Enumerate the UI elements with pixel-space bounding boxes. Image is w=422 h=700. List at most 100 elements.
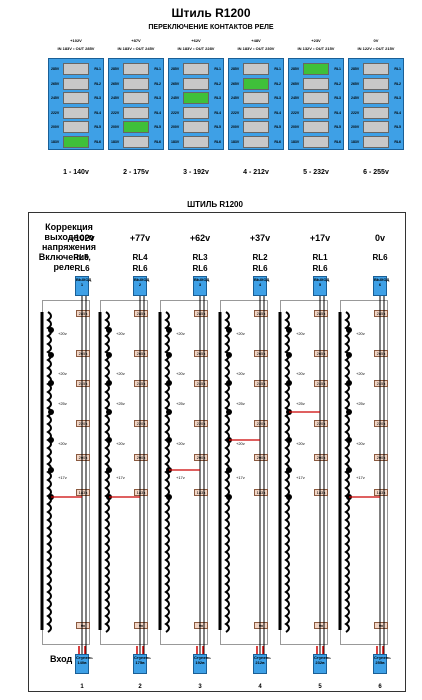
panel-voltage: 200V [111,125,120,129]
panel-delta: +87V [131,38,141,43]
tap-label: 200в [254,454,268,461]
coil-step-label: +17v [296,475,305,480]
panel-voltage: 222V [291,110,300,115]
relay-label: RL5 [394,125,401,129]
output-terminal: ВЫХОД 2 [133,276,149,296]
input-terminal: Ступень 232в [313,654,331,674]
relay-label: RL1 [94,67,101,71]
correction-value: +102v [69,233,95,243]
tap-node [166,327,172,333]
coil-step-label: +25v [58,401,67,406]
tap-node [286,352,292,358]
tap-label: 285в [374,310,388,317]
panel-voltage: 245V [291,96,300,100]
relay-label: RL3 [334,96,341,100]
coil-step-label: +25v [116,401,125,406]
tap-node [346,352,352,358]
input-terminal: Ступень 212в [253,654,271,674]
relay-contact [123,92,149,104]
transformer-coil [224,311,230,633]
relay-label: RL3 [394,96,401,100]
relay-contact [303,63,329,75]
relay-contact [183,63,209,75]
correction-value: +17v [309,233,331,243]
panel-voltage: 200V [51,125,60,129]
column-index: 2 [138,684,142,690]
correction-value: 0v [374,233,385,243]
relay-contact [63,77,89,90]
panel-voltage: 222V [51,110,60,115]
tap-node [48,327,54,333]
tap-node [48,352,54,358]
relay-label: RL3 [154,96,161,100]
tap-label: 200в [314,454,328,461]
tap-label: 285в [254,310,268,317]
tap-node [166,437,172,443]
correction-value: +62v [189,233,211,243]
tap-node [286,327,292,333]
panel-range: IN 183V • OUT 228V [177,46,215,51]
tap-node [286,380,292,386]
panel-voltage: 183V [231,139,240,144]
tap-label: 183в [134,489,148,496]
tap-label: 245в [194,380,208,387]
tap-node [166,352,172,358]
relay-label: RL6 [94,139,101,144]
transformer-coil [344,311,350,633]
panel-caption: 5 - 232v [303,169,329,176]
relay-label: RL6 [334,139,341,144]
panel-delta: +102V [70,38,82,43]
relay-contact [363,135,389,148]
relay-label: RL5 [214,125,221,129]
relay-label: RL4 [154,110,161,115]
tap-label: 245в [134,380,148,387]
tap-label: 285в [134,310,148,317]
coil-step-label: +20v [58,441,67,446]
input-label: Вход [50,654,73,664]
relay-contact [363,92,389,104]
tap-label: 200в [194,454,208,461]
tap-node [346,380,352,386]
tap-label: 265в [374,350,388,357]
coil-step-label: +25v [236,401,245,406]
tap-node [286,467,292,473]
relay-label: RL2 [214,81,221,86]
output-terminal: ВЫХОД 6 [373,276,389,296]
tap-node [226,494,232,500]
panel-voltage: 200V [171,125,180,129]
tap-node [346,467,352,473]
coil-step-label: +20v [176,441,185,446]
tap-label: 183в [76,489,90,496]
relay-contact [303,106,329,119]
relay-contact [243,135,269,148]
relay-label: RL1 [394,67,401,71]
tap-node [106,327,112,333]
coil-step-label: +20v [356,371,365,376]
panel-voltage: 183V [111,139,120,144]
coil-step-label: +20v [356,331,365,336]
output-terminal: ВЫХОД 1 [75,276,91,296]
coil-step-label: +17v [236,475,245,480]
tap-label: 220в [134,420,148,427]
relay-contact [363,77,389,90]
relay-contact [123,77,149,90]
panel-voltage: 183V [351,139,360,144]
tap-node [286,494,292,500]
relay-contact [63,106,89,119]
relay-contact [243,106,269,119]
correction-value: +77v [129,233,151,243]
input-terminal: Ступень 255в [373,654,391,674]
relay-contact [123,106,149,119]
relay-contact [123,121,149,133]
column-index: 4 [258,684,262,690]
panel-range: IN 183V • OUT 245V [117,46,155,51]
tap-node [346,327,352,333]
coil-step-label: +20v [58,331,67,336]
panel-delta: 0V [373,38,379,43]
